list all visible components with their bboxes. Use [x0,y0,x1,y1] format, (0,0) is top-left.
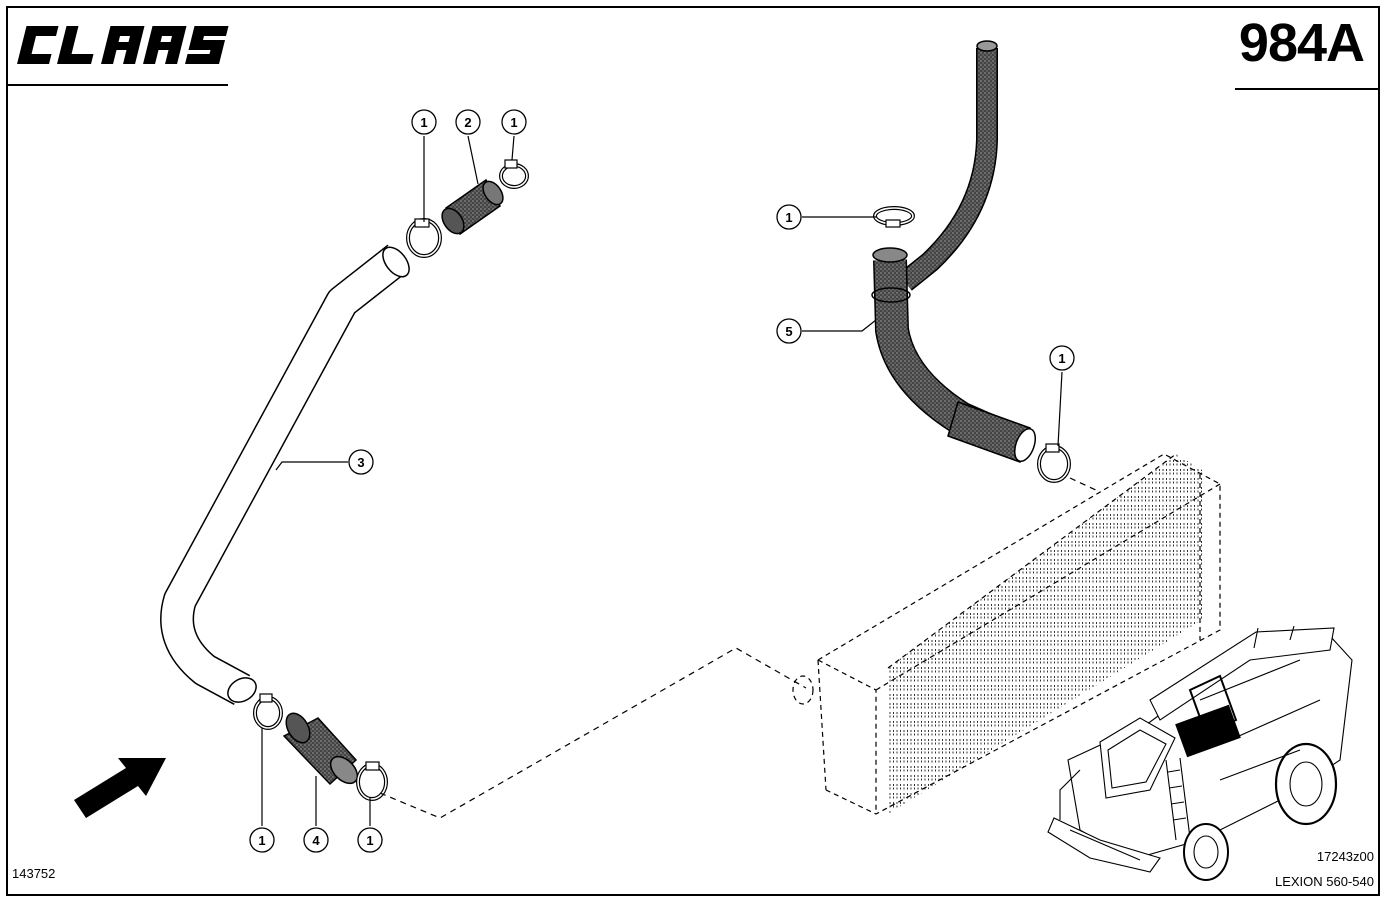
figure-reference: 17243z00 [1316,849,1374,864]
callout-1-bottom-right: 1 [357,827,383,853]
claas-logo [17,26,229,64]
callout-2-top-sleeve: 2 [455,109,481,135]
svg-text:1: 1 [785,210,792,225]
hose-clamp-icon [873,206,915,228]
svg-text:1: 1 [258,833,265,848]
routing-lines [379,477,1101,819]
callout-3-pipe: 3 [348,449,374,475]
svg-text:4: 4 [312,833,320,848]
drawing-frame [6,6,1380,896]
coolant-pipe [160,244,410,705]
svg-text:5: 5 [785,324,792,339]
model-label: LEXION 560-540 [1274,874,1374,889]
drawing-reference: 143752 [12,866,56,881]
callout-5-bent-hose: 5 [776,318,802,344]
hose-clamp-icon [253,693,283,730]
hose-clamp-icon [356,761,388,801]
svg-text:2: 2 [464,115,471,130]
svg-text:1: 1 [510,115,517,130]
arrow-icon [74,758,166,818]
svg-text:1: 1 [1058,351,1065,366]
bottom-hose-sleeve [282,712,359,786]
callout-1-right-upper: 1 [776,204,802,230]
hose-clamp-icon [499,159,529,189]
radiator [792,453,1221,815]
svg-text:1: 1 [420,115,427,130]
hose-clamp-icon [406,218,442,258]
hose-clamp-icon [1037,443,1071,483]
callout-leaders [261,135,1063,826]
svg-text:1: 1 [366,833,373,848]
bent-hose [871,247,1037,463]
sheet-number-underline [1235,88,1380,90]
top-hose-sleeve [441,178,504,236]
upper-return-pipe [898,40,998,291]
callout-1-right-lower: 1 [1049,345,1075,371]
logo-underline [8,84,228,86]
callout-1-top-right: 1 [501,109,527,135]
callout-1-top-left: 1 [411,109,437,135]
callout-1-bottom-left: 1 [249,827,275,853]
svg-text:3: 3 [357,455,364,470]
callout-4-bottom-sleeve: 4 [303,827,329,853]
sheet-number: 984A [1238,13,1365,73]
combine-harvester-icon [1047,625,1353,881]
